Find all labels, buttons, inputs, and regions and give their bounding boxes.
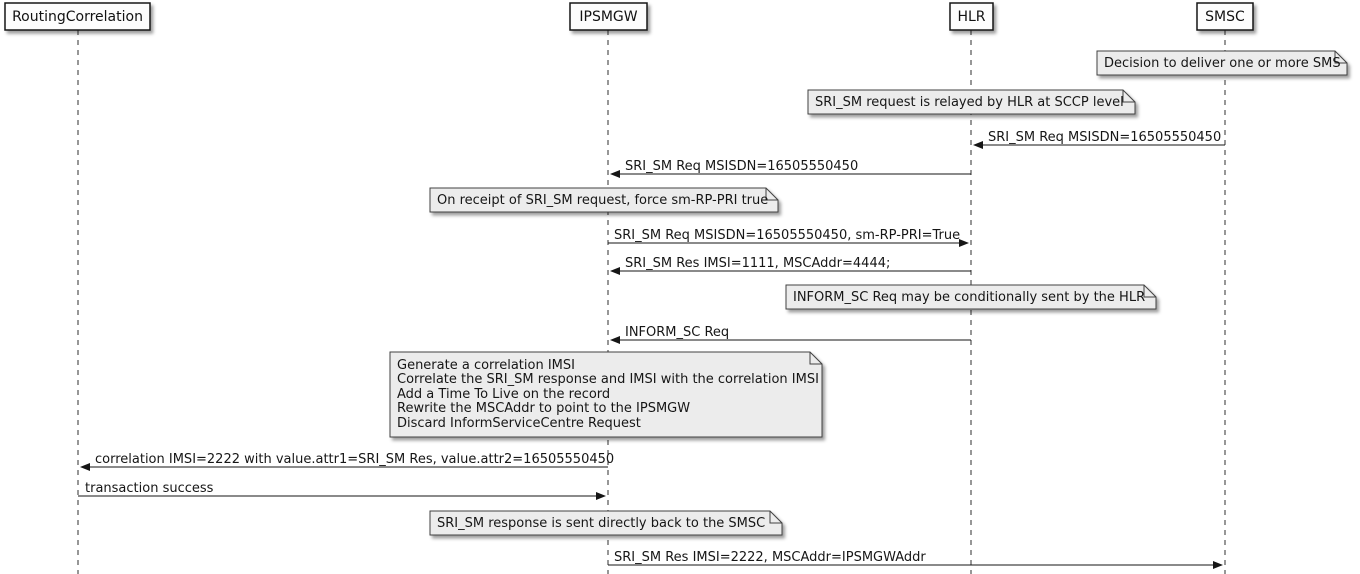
message-label: transaction success [85,481,214,496]
participant-box [4,2,151,31]
note-text-line: Generate a correlation IMSI [397,358,575,373]
message-label: SRI_SM Req MSISDN=16505550450, sm-RP-PRI… [614,228,960,243]
note-inform-sc-conditional: INFORM_SC Req may be conditionally sent … [785,284,1157,310]
note-relayed-by-hlr: SRI_SM request is relayed by HLR at SCCP… [807,89,1136,115]
arrow-head-left-icon [610,170,620,178]
note-decision-to-deliver: Decision to deliver one or more SMS [1096,50,1348,76]
note-body [785,284,1157,310]
message-sri-sm-req-smsc-to-hlr: SRI_SM Req MSISDN=16505550450 [973,130,1225,149]
participant-box [1196,2,1254,31]
note-text-line: Rewrite the MSCAddr to point to the IPSM… [397,401,690,416]
arrow-head-left-icon [610,267,620,275]
note-text: INFORM_SC Req may be conditionally sent … [793,290,1145,305]
note-response-direct-to-smsc: SRI_SM response is sent directly back to… [429,510,783,536]
message-label: SRI_SM Res IMSI=2222, MSCAddr=IPSMGWAddr [614,550,926,565]
note-text-line: Correlate the SRI_SM response and IMSI w… [397,372,819,387]
note-text: Decision to deliver one or more SMS [1104,56,1341,71]
note-fold-icon [1143,285,1156,298]
message-label: SRI_SM Res IMSI=1111, MSCAddr=4444; [625,256,890,271]
note-text: SRI_SM request is relayed by HLR at SCCP… [815,95,1124,110]
message-label: SRI_SM Req MSISDN=16505550450 [988,130,1221,145]
note-body [1096,50,1348,76]
message-label: correlation IMSI=2222 with value.attr1=S… [95,452,614,467]
message-sri-sm-res-ipsmgw-to-smsc: SRI_SM Res IMSI=2222, MSCAddr=IPSMGWAddr [608,550,1223,569]
note-text: SRI_SM response is sent directly back to… [437,516,765,531]
note-force-sm-rp-pri: On receipt of SRI_SM request, force sm-R… [429,187,779,213]
participant-box [569,2,648,31]
note-correlation-steps: Generate a correlation IMSI Correlate th… [389,351,823,438]
note-body [429,510,783,536]
note-text-line: Discard InformServiceCentre Request [397,416,641,431]
participant-box [949,2,994,31]
arrow-head-left-icon [973,141,983,149]
arrow-head-right-icon [959,239,969,247]
note-fold-icon [1122,90,1135,103]
note-body [429,187,779,213]
arrow-head-right-icon [596,492,606,500]
message-label: INFORM_SC Req [625,325,729,340]
note-body [389,351,823,438]
participant-hlr: HLR [949,2,994,31]
participant-smsc: SMSC [1196,2,1254,31]
participant-label: RoutingCorrelation [12,9,143,25]
arrow-head-right-icon [1213,561,1223,569]
note-fold-icon [765,188,778,201]
note-fold-icon [1334,51,1347,64]
message-correlation-imsi: correlation IMSI=2222 with value.attr1=S… [80,452,614,471]
participant-ipsmgw: IPSMGW [569,2,648,31]
message-sri-sm-req-hlr-to-ipsmgw: SRI_SM Req MSISDN=16505550450 [610,159,971,178]
arrow-head-left-icon [80,463,90,471]
message-label: SRI_SM Req MSISDN=16505550450 [625,159,858,174]
note-text: On receipt of SRI_SM request, force sm-R… [437,193,768,208]
participant-routingcorrelation: RoutingCorrelation [4,2,151,31]
message-inform-sc-req: INFORM_SC Req [610,325,971,344]
participant-label: HLR [957,9,985,25]
participant-label: IPSMGW [579,9,637,25]
message-sri-sm-req-ipsmgw-to-hlr: SRI_SM Req MSISDN=16505550450, sm-RP-PRI… [608,228,969,247]
message-transaction-success: transaction success [78,481,606,500]
message-sri-sm-res-hlr-to-ipsmgw: SRI_SM Res IMSI=1111, MSCAddr=4444; [610,256,971,275]
note-body [807,89,1136,115]
participant-label: SMSC [1205,9,1245,25]
arrow-head-left-icon [610,336,620,344]
note-fold-icon [769,511,782,524]
note-fold-icon [809,352,822,365]
note-text-line: Add a Time To Live on the record [397,387,610,402]
